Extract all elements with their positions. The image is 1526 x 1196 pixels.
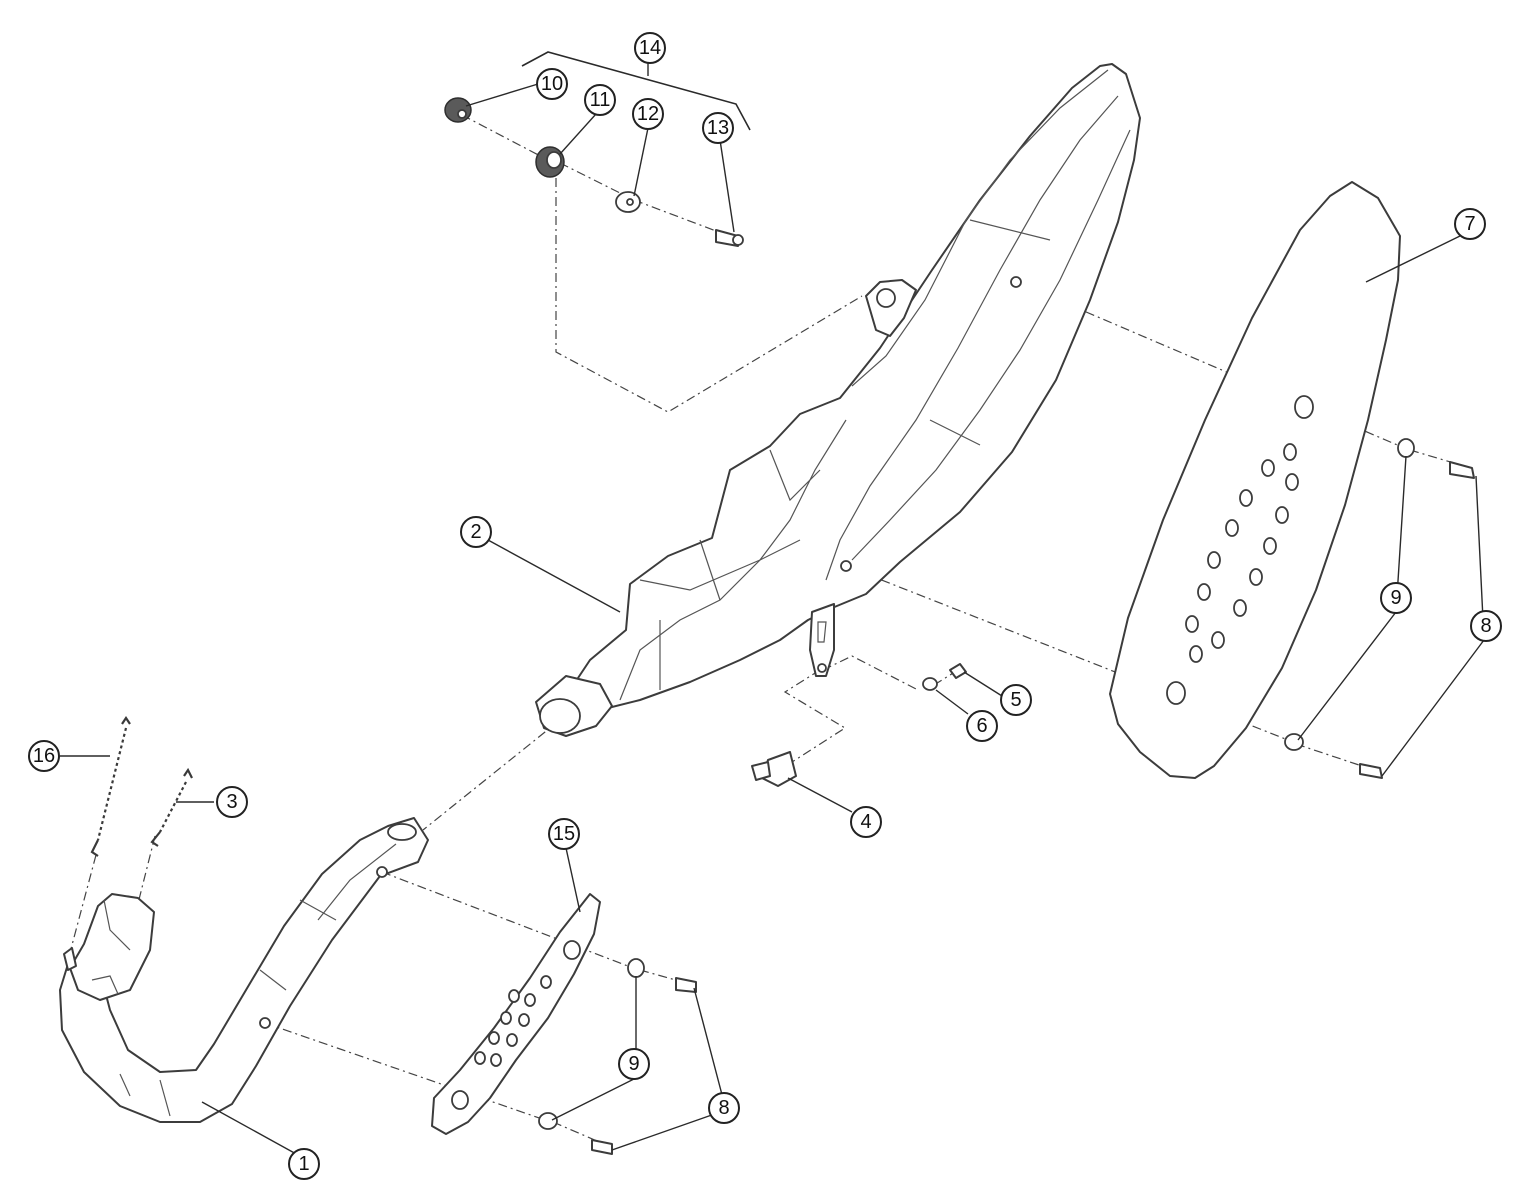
- callout-label: 16: [33, 745, 55, 767]
- callout-8b: 8: [708, 1092, 740, 1124]
- callout-label: 13: [707, 117, 729, 139]
- callout-label: 9: [1390, 587, 1401, 609]
- callout-11: 11: [584, 84, 616, 116]
- callout-10: 10: [536, 68, 568, 100]
- callout-label: 9: [628, 1053, 639, 1075]
- callout-5: 5: [1000, 684, 1032, 716]
- callout-label: 7: [1464, 213, 1475, 235]
- callout-label: 2: [470, 521, 481, 543]
- callout-7: 7: [1454, 208, 1486, 240]
- callout-15: 15: [548, 818, 580, 850]
- pipe-heat-guard: [431, 893, 601, 1135]
- header-pipe: [59, 817, 429, 1123]
- callout-9b: 9: [618, 1048, 650, 1080]
- kit-bracket-14: [521, 51, 751, 131]
- callout-label: 5: [1010, 689, 1021, 711]
- callout-16: 16: [28, 740, 60, 772]
- callout-4: 4: [850, 806, 882, 838]
- callout-label: 10: [541, 73, 563, 95]
- callout-2: 2: [460, 516, 492, 548]
- callout-14: 14: [634, 32, 666, 64]
- rubber-mount: [751, 751, 797, 787]
- callout-label: 6: [976, 715, 987, 737]
- callout-8a: 8: [1470, 610, 1502, 642]
- exhaust-springs: [90, 716, 193, 857]
- shield-holes: [1166, 395, 1314, 705]
- callout-12: 12: [632, 98, 664, 130]
- callout-label: 4: [860, 811, 871, 833]
- callout-label: 15: [553, 823, 575, 845]
- callout-13: 13: [702, 112, 734, 144]
- callout-label: 8: [718, 1097, 729, 1119]
- callout-label: 11: [590, 89, 611, 111]
- callout-1: 1: [288, 1148, 320, 1180]
- callout-label: 12: [637, 103, 659, 125]
- callout-9a: 9: [1380, 582, 1412, 614]
- callout-label: 8: [1480, 615, 1491, 637]
- callout-6: 6: [966, 710, 998, 742]
- callout-label: 14: [639, 37, 661, 59]
- callout-3: 3: [216, 786, 248, 818]
- muffler-body: [535, 63, 1141, 737]
- callout-label: 1: [298, 1153, 309, 1175]
- callout-label: 3: [226, 791, 237, 813]
- heat-shield-muffler: [1109, 181, 1401, 779]
- fasteners: [444, 97, 1475, 1155]
